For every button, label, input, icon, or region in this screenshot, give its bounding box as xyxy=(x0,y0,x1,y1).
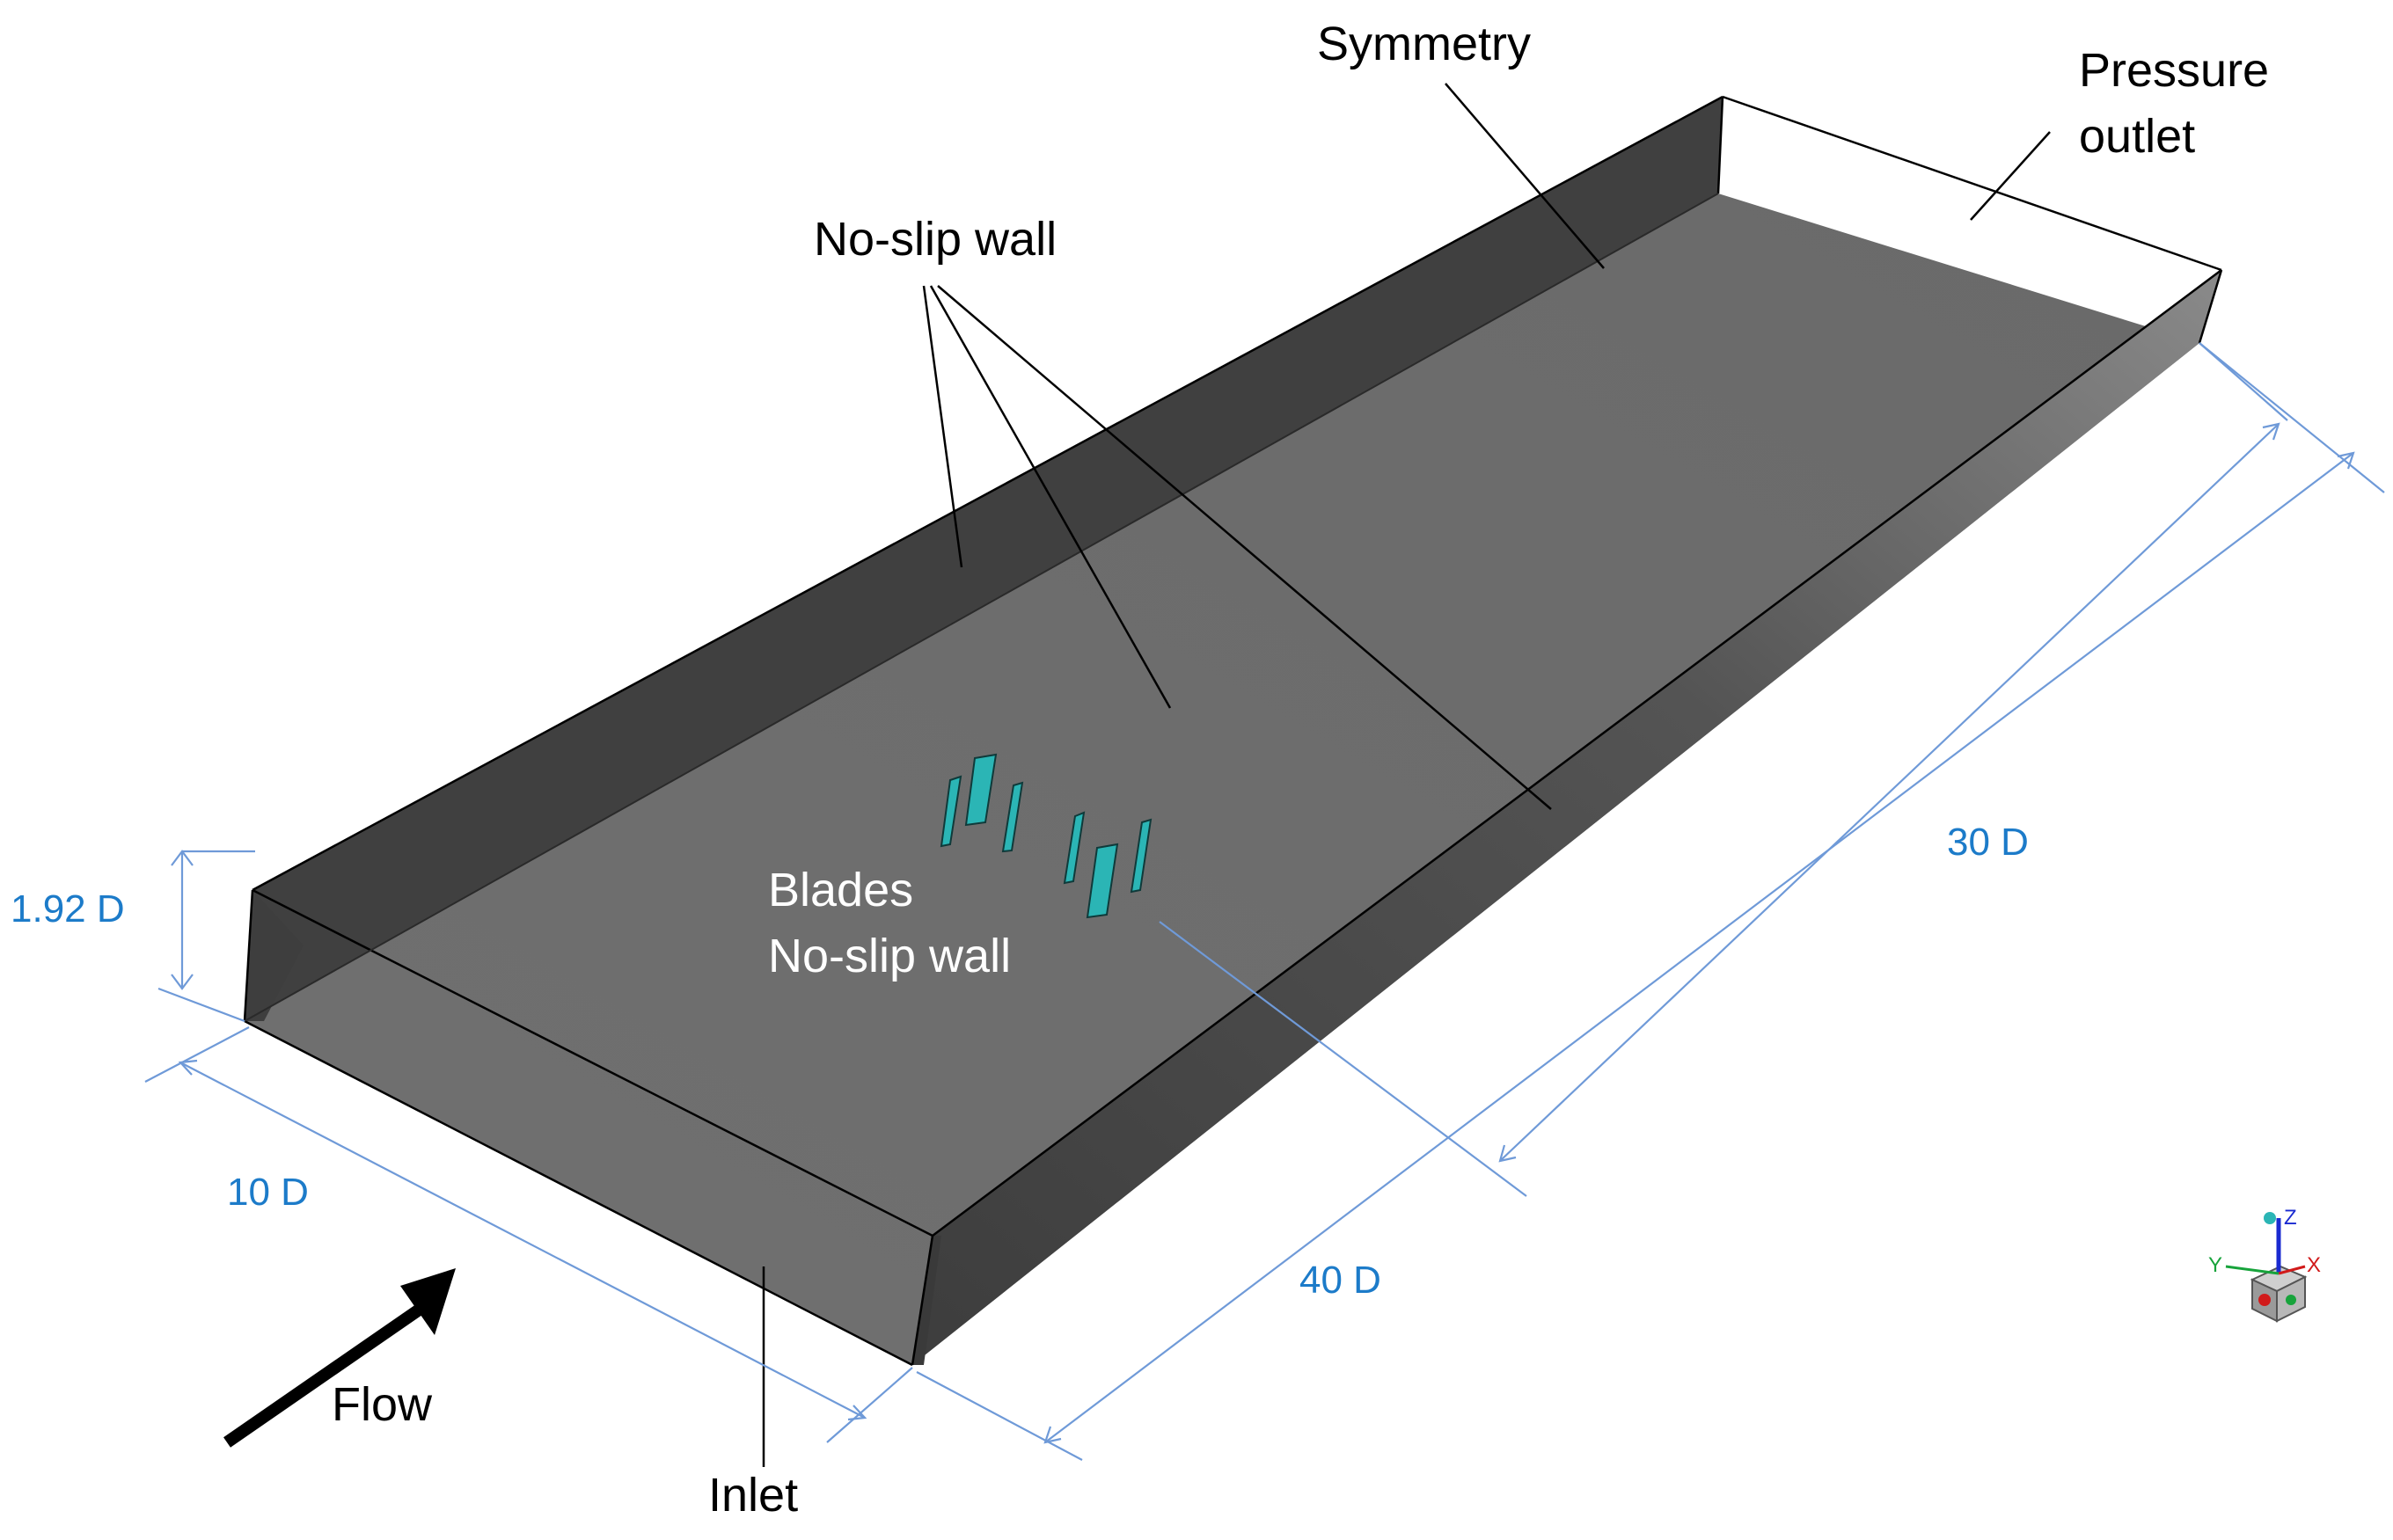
flow-label: Flow xyxy=(332,1378,433,1431)
box-edge-front-vertical xyxy=(911,1235,934,1366)
blade xyxy=(940,775,962,848)
box-edge-outlet-vertical xyxy=(2198,269,2223,344)
blade xyxy=(1001,781,1024,853)
no-slip-wall-label: No-slip wall xyxy=(814,213,1057,266)
floor-face xyxy=(245,193,2199,1365)
noslip-leader-left xyxy=(922,285,963,568)
blades-group xyxy=(940,753,1153,919)
left-wall-face xyxy=(245,97,1723,1021)
box-edge-top-left xyxy=(252,95,1723,892)
box-edge-floor-left xyxy=(244,193,1719,1022)
blade xyxy=(1063,811,1086,885)
outlet-leader xyxy=(1970,131,2051,221)
inlet-label: Inlet xyxy=(708,1469,798,1522)
box-edge-back-vertical xyxy=(1716,96,1724,194)
blades-label-line2: No-slip wall xyxy=(768,930,1011,982)
blade xyxy=(1086,843,1119,919)
box-edge-inlet-bottom xyxy=(244,1019,913,1367)
pressure-outlet-label-line1: Pressure xyxy=(2079,44,2269,97)
length-40d-dimension xyxy=(916,342,2385,1461)
box-edge-top-right xyxy=(932,268,2222,1237)
blades-label-line1: Blades xyxy=(768,864,913,916)
width-dimension-label: 10 D xyxy=(227,1171,309,1214)
box-edge-inlet-left xyxy=(243,889,254,1022)
right-wall-face xyxy=(912,270,2221,1365)
front-bottom-face xyxy=(912,1236,941,1365)
length-30d-label: 30 D xyxy=(1947,821,2029,864)
axis-y-label: Y xyxy=(2208,1253,2222,1277)
symmetry-label: Symmetry xyxy=(1317,18,1531,70)
box-edge-outlet-top xyxy=(1722,95,2222,272)
noslip-leader-right xyxy=(937,285,1552,810)
noslip-leader-middle xyxy=(929,285,1172,709)
blade xyxy=(1130,818,1153,894)
height-dimension-label: 1.92 D xyxy=(11,887,125,931)
length-30d-dimension xyxy=(1159,342,2288,1197)
width-dimension xyxy=(144,1026,913,1443)
symmetry-leader xyxy=(1445,83,1605,269)
axis-z-label: Z xyxy=(2284,1206,2297,1230)
blade xyxy=(964,753,998,827)
axis-triad-icon: Z X Y xyxy=(2208,1206,2321,1323)
axis-x-label: X xyxy=(2307,1253,2321,1277)
flow-arrow xyxy=(223,1268,456,1448)
height-dimension xyxy=(157,850,255,1023)
pressure-outlet-label-line2: outlet xyxy=(2079,110,2195,163)
length-40d-label: 40 D xyxy=(1299,1259,1381,1302)
box-edge-inlet-top xyxy=(252,888,933,1237)
inlet-wall-face xyxy=(245,890,304,1021)
